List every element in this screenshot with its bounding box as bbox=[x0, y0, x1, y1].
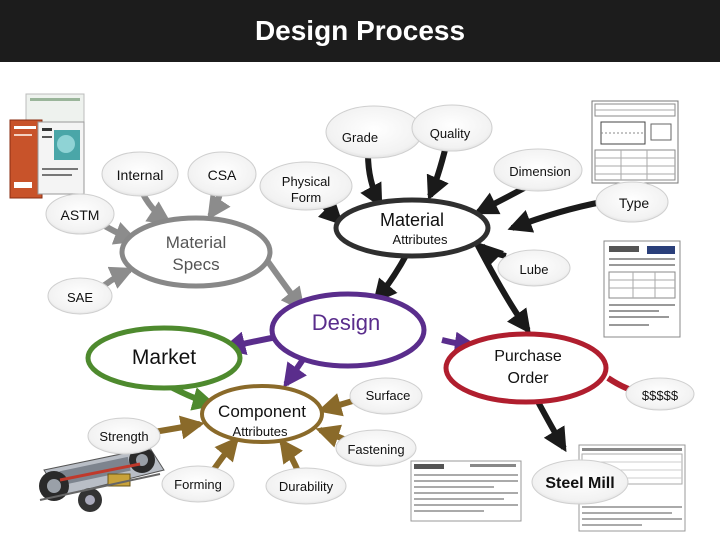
label-purchase-order-1: Purchase bbox=[494, 348, 562, 365]
label-steel-mill: Steel Mill bbox=[545, 475, 614, 492]
label-material-attributes: Attributes bbox=[393, 232, 448, 247]
label-strength: Strength bbox=[99, 429, 148, 444]
label-physical-form-2: Form bbox=[291, 190, 321, 205]
arrow-specs-design bbox=[264, 256, 302, 308]
label-quality: Quality bbox=[430, 126, 471, 141]
label-market: Market bbox=[132, 346, 196, 369]
label-forming: Forming bbox=[174, 477, 222, 492]
label-dollars: $$$$$ bbox=[642, 388, 679, 403]
label-purchase-order-2: Order bbox=[508, 370, 550, 387]
label-grade: Grade bbox=[342, 130, 378, 145]
label-material: Material bbox=[380, 210, 444, 230]
node-purchase-order bbox=[446, 334, 606, 402]
arrow-strength-component bbox=[154, 424, 200, 432]
arrow-quality-material bbox=[430, 146, 446, 196]
label-physical-form-1: Physical bbox=[282, 174, 331, 189]
label-sae: SAE bbox=[67, 290, 93, 305]
arrow-forming-component bbox=[212, 440, 236, 472]
label-material-specs-1: Material bbox=[166, 233, 226, 252]
label-fastening: Fastening bbox=[347, 442, 404, 457]
node-material-specs bbox=[122, 218, 270, 286]
label-durability: Durability bbox=[279, 479, 334, 494]
arrow-purchase-steel-mill bbox=[536, 398, 564, 448]
label-component: Component bbox=[218, 402, 306, 421]
label-csa: CSA bbox=[208, 167, 237, 183]
label-surface: Surface bbox=[366, 388, 411, 403]
label-type: Type bbox=[619, 195, 650, 211]
arrow-grade-material bbox=[368, 154, 380, 204]
label-component-attributes: Attributes bbox=[233, 424, 288, 439]
arrow-type-material bbox=[512, 202, 602, 228]
label-lube: Lube bbox=[520, 262, 549, 277]
label-internal: Internal bbox=[117, 167, 164, 183]
label-dimension: Dimension bbox=[509, 164, 570, 179]
arrow-dimension-material bbox=[478, 186, 528, 212]
arrow-surface-component bbox=[322, 400, 356, 410]
label-material-specs-2: Specs bbox=[172, 255, 219, 274]
label-design: Design bbox=[312, 310, 380, 335]
label-astm: ASTM bbox=[61, 207, 100, 223]
